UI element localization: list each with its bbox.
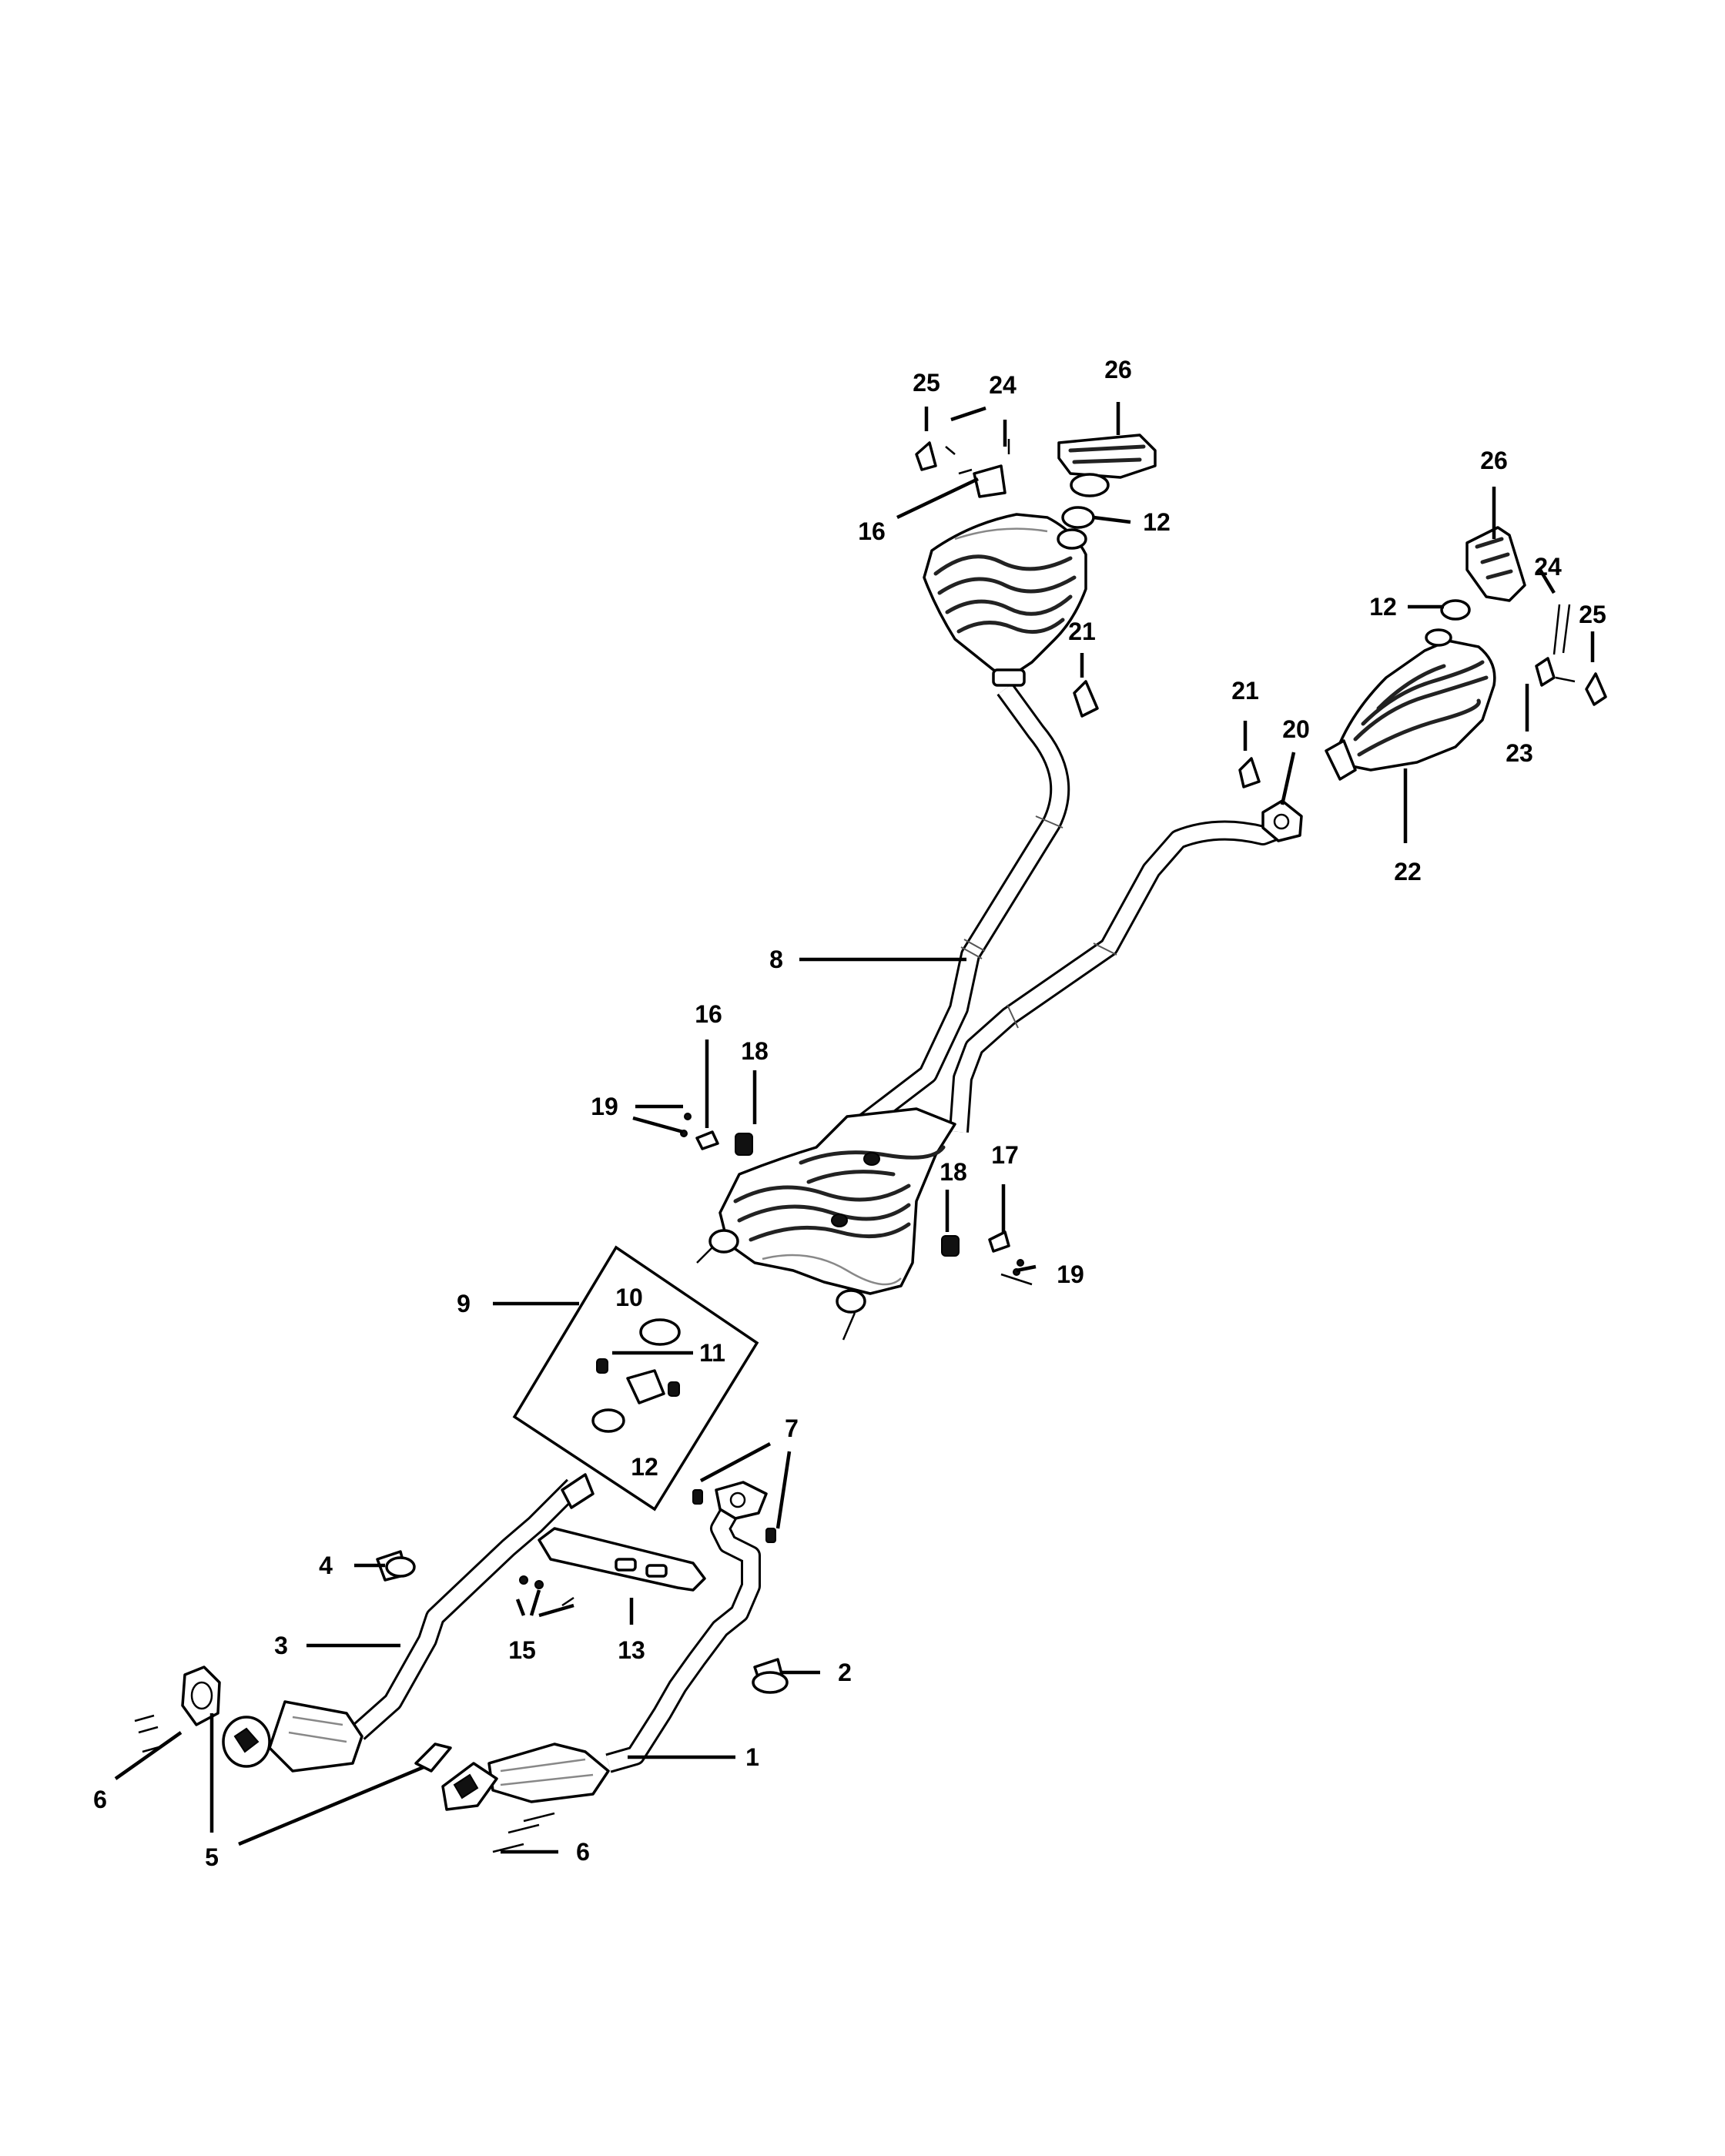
kit-box [512,1245,759,1512]
callout-21-left: 21 [1068,618,1096,645]
callout-19-left: 19 [591,1093,618,1120]
right-rear-muffler [1325,628,1496,781]
callout-25-right: 25 [1579,601,1606,628]
front-right-pipe [605,1496,761,1773]
leader-lines [114,402,1595,1854]
callout-7: 7 [785,1414,799,1442]
callout-17: 17 [991,1141,1019,1169]
callout-20: 20 [1282,715,1310,743]
callout-5: 5 [205,1843,219,1871]
callout-6-right: 6 [576,1838,590,1866]
left-exhaust-tip [1057,434,1157,497]
callout-10: 10 [615,1284,643,1311]
front-clamps [376,1550,789,1694]
right-catalytic-converter [441,1743,610,1811]
callout-26-left: 26 [1104,356,1132,383]
callout-12-right: 12 [1369,593,1397,621]
callout-16-center: 16 [695,1000,722,1028]
front-flange [692,1481,776,1543]
callout-23: 23 [1506,739,1533,767]
right-exhaust-tip [1465,526,1526,602]
pipe-joints [960,815,1117,1029]
callout-26-right: 26 [1480,447,1508,474]
isolators [915,441,1607,788]
callout-12-top: 12 [1143,508,1171,536]
hangers [695,439,1576,1286]
callout-18-left: 18 [741,1037,769,1065]
front-left-pipe [351,1473,595,1740]
callout-21-right: 21 [1231,677,1259,705]
callout-15: 15 [508,1636,536,1664]
callout-9: 9 [457,1290,471,1317]
insulators [735,1133,960,1257]
left-rear-muffler [923,513,1087,687]
callout-24-right: 24 [1534,553,1562,581]
callout-2: 2 [838,1659,852,1686]
callout-4: 4 [319,1552,333,1579]
callout-12-box: 12 [631,1453,658,1481]
bolts [134,1113,1024,1853]
callout-labels: 25 24 26 16 12 26 24 12 25 21 21 20 23 2… [93,356,1606,1871]
callout-11: 11 [699,1339,725,1367]
callout-3: 3 [274,1632,288,1659]
callout-19-right: 19 [1057,1260,1084,1288]
callout-24-left: 24 [989,371,1017,399]
bracket [538,1527,706,1592]
center-muffler [696,1107,956,1341]
clamps [1061,506,1471,621]
callout-8: 8 [769,946,783,973]
left-rear-pipe [856,683,1070,1133]
callout-1: 1 [745,1743,759,1771]
right-rear-pipe [949,814,1298,1133]
callout-25-left: 25 [913,369,940,397]
callout-13: 13 [618,1636,645,1664]
right-gasket [414,1743,452,1773]
left-gasket [181,1666,221,1726]
callout-22: 22 [1394,858,1422,886]
left-catalytic-converter [222,1700,363,1773]
callout-18-right: 18 [940,1158,967,1186]
callout-6-left: 6 [93,1786,107,1813]
callout-16-top: 16 [858,517,886,545]
